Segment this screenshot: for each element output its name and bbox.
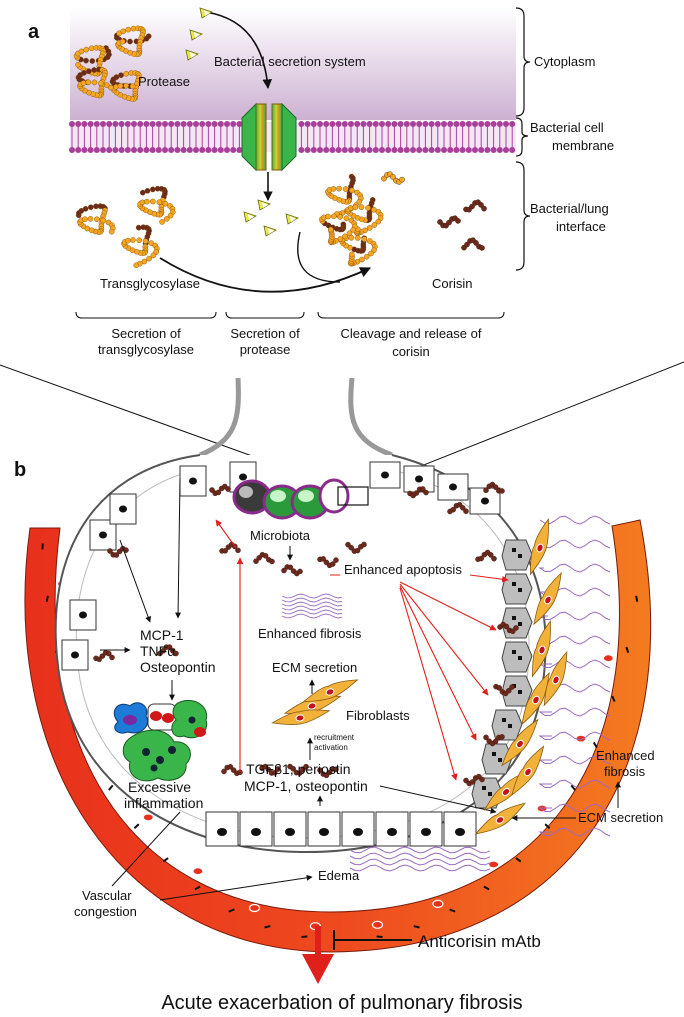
- label-enhanced-apoptosis: Enhanced apoptosis: [344, 562, 462, 577]
- bracket-step-2: [225, 311, 305, 319]
- arrow-edema: [159, 874, 313, 901]
- label-vascular: Vascular: [82, 888, 132, 903]
- bracket-step-3: [317, 311, 505, 319]
- region-cytoplasm: Cytoplasm: [534, 54, 595, 69]
- corisin-peptides: [93, 481, 519, 787]
- region-membrane-1: Bacterial cell: [530, 120, 604, 135]
- label-corisin: Corisin: [432, 276, 472, 291]
- panel-b-letter: b: [14, 459, 26, 481]
- label-microbiota: Microbiota: [250, 528, 311, 543]
- label-ecm-secretion-center: ECM secretion: [272, 660, 357, 675]
- label-excessive: Excessive: [128, 779, 191, 795]
- label-inflammation: inflammation: [124, 795, 203, 811]
- outcome-arrow-shaft: [315, 926, 321, 954]
- zoom-box: [337, 486, 369, 506]
- label-tnfa: TNFα: [140, 643, 175, 659]
- protease-molecules: [185, 7, 299, 237]
- bracket-step-1: [75, 311, 217, 319]
- brace-membrane: [515, 117, 529, 157]
- label-anticorisin: Anticorisin mAtb: [418, 932, 541, 951]
- label-osteopontin: Osteopontin: [140, 659, 216, 675]
- airway-wall-left: [199, 377, 241, 458]
- epithelial-cells: [61, 461, 533, 847]
- step-3-line-2: corisin: [392, 344, 430, 359]
- transglycosylase-molecules: [73, 25, 487, 269]
- label-tgf-line-1: TGFβ1, periostin: [246, 761, 351, 777]
- immune-cells: [113, 700, 208, 782]
- region-interface-2: interface: [556, 219, 606, 234]
- region-membrane-2: membrane: [552, 138, 614, 153]
- brace-interface: [515, 161, 531, 271]
- secretion-arrow-in: [204, 11, 273, 89]
- cytoplasm-region: [70, 8, 516, 120]
- step-2-line-2: protease: [240, 342, 291, 357]
- arrow-tgf-right: [379, 785, 497, 814]
- region-interface-1: Bacterial/lung: [530, 201, 609, 216]
- protease-merge-arrow: [297, 231, 341, 283]
- label-bacterial-secretion-system: Bacterial secretion system: [214, 54, 366, 69]
- label-activation: activation: [314, 743, 348, 752]
- step-1-line-2: transglycosylase: [98, 342, 194, 357]
- cytokine-arrows: [100, 477, 182, 701]
- label-mcp1: MCP-1: [140, 627, 184, 643]
- cleavage-arrow: [159, 257, 371, 293]
- label-recruitment: recruitment: [314, 733, 355, 742]
- label-edema: Edema: [318, 868, 360, 883]
- fibrosis-fibers-right: [349, 515, 611, 872]
- apoptosis-arrows: [215, 519, 509, 781]
- step-3-line-1: Cleavage and release of: [341, 326, 482, 341]
- label-enhanced-right-1: Enhanced: [596, 748, 655, 763]
- label-protease: Protease: [138, 74, 190, 89]
- label-outcome: Acute exacerbation of pulmonary fibrosis: [161, 992, 522, 1014]
- fibrosis-fibers-center: [281, 593, 343, 619]
- secretion-channel: [241, 102, 297, 172]
- step-2-line-1: Secretion of: [230, 326, 300, 341]
- fibroblasts-center: [271, 679, 359, 725]
- step-1-line-1: Secretion of: [111, 326, 181, 341]
- brace-cytoplasm: [515, 7, 531, 117]
- label-ecm-secretion-right: ECM secretion: [578, 810, 663, 825]
- airway-wall-right: [348, 377, 393, 458]
- label-enhanced-right-2: fibrosis: [604, 764, 646, 779]
- panel-a-letter: a: [28, 21, 40, 43]
- label-enhanced-fibrosis-center: Enhanced fibrosis: [258, 626, 362, 641]
- line-vascular: [111, 811, 181, 887]
- microbiota-cluster: [232, 478, 350, 520]
- label-tgf-line-2: MCP-1, osteopontin: [244, 778, 368, 794]
- label-transglycosylase: Transglycosylase: [100, 276, 200, 291]
- blood-vessel: [24, 519, 652, 953]
- fibroblasts-right: [474, 517, 568, 835]
- label-fibroblasts: Fibroblasts: [346, 708, 410, 723]
- outcome-arrow-head: [302, 954, 334, 984]
- label-congestion: congestion: [74, 904, 137, 919]
